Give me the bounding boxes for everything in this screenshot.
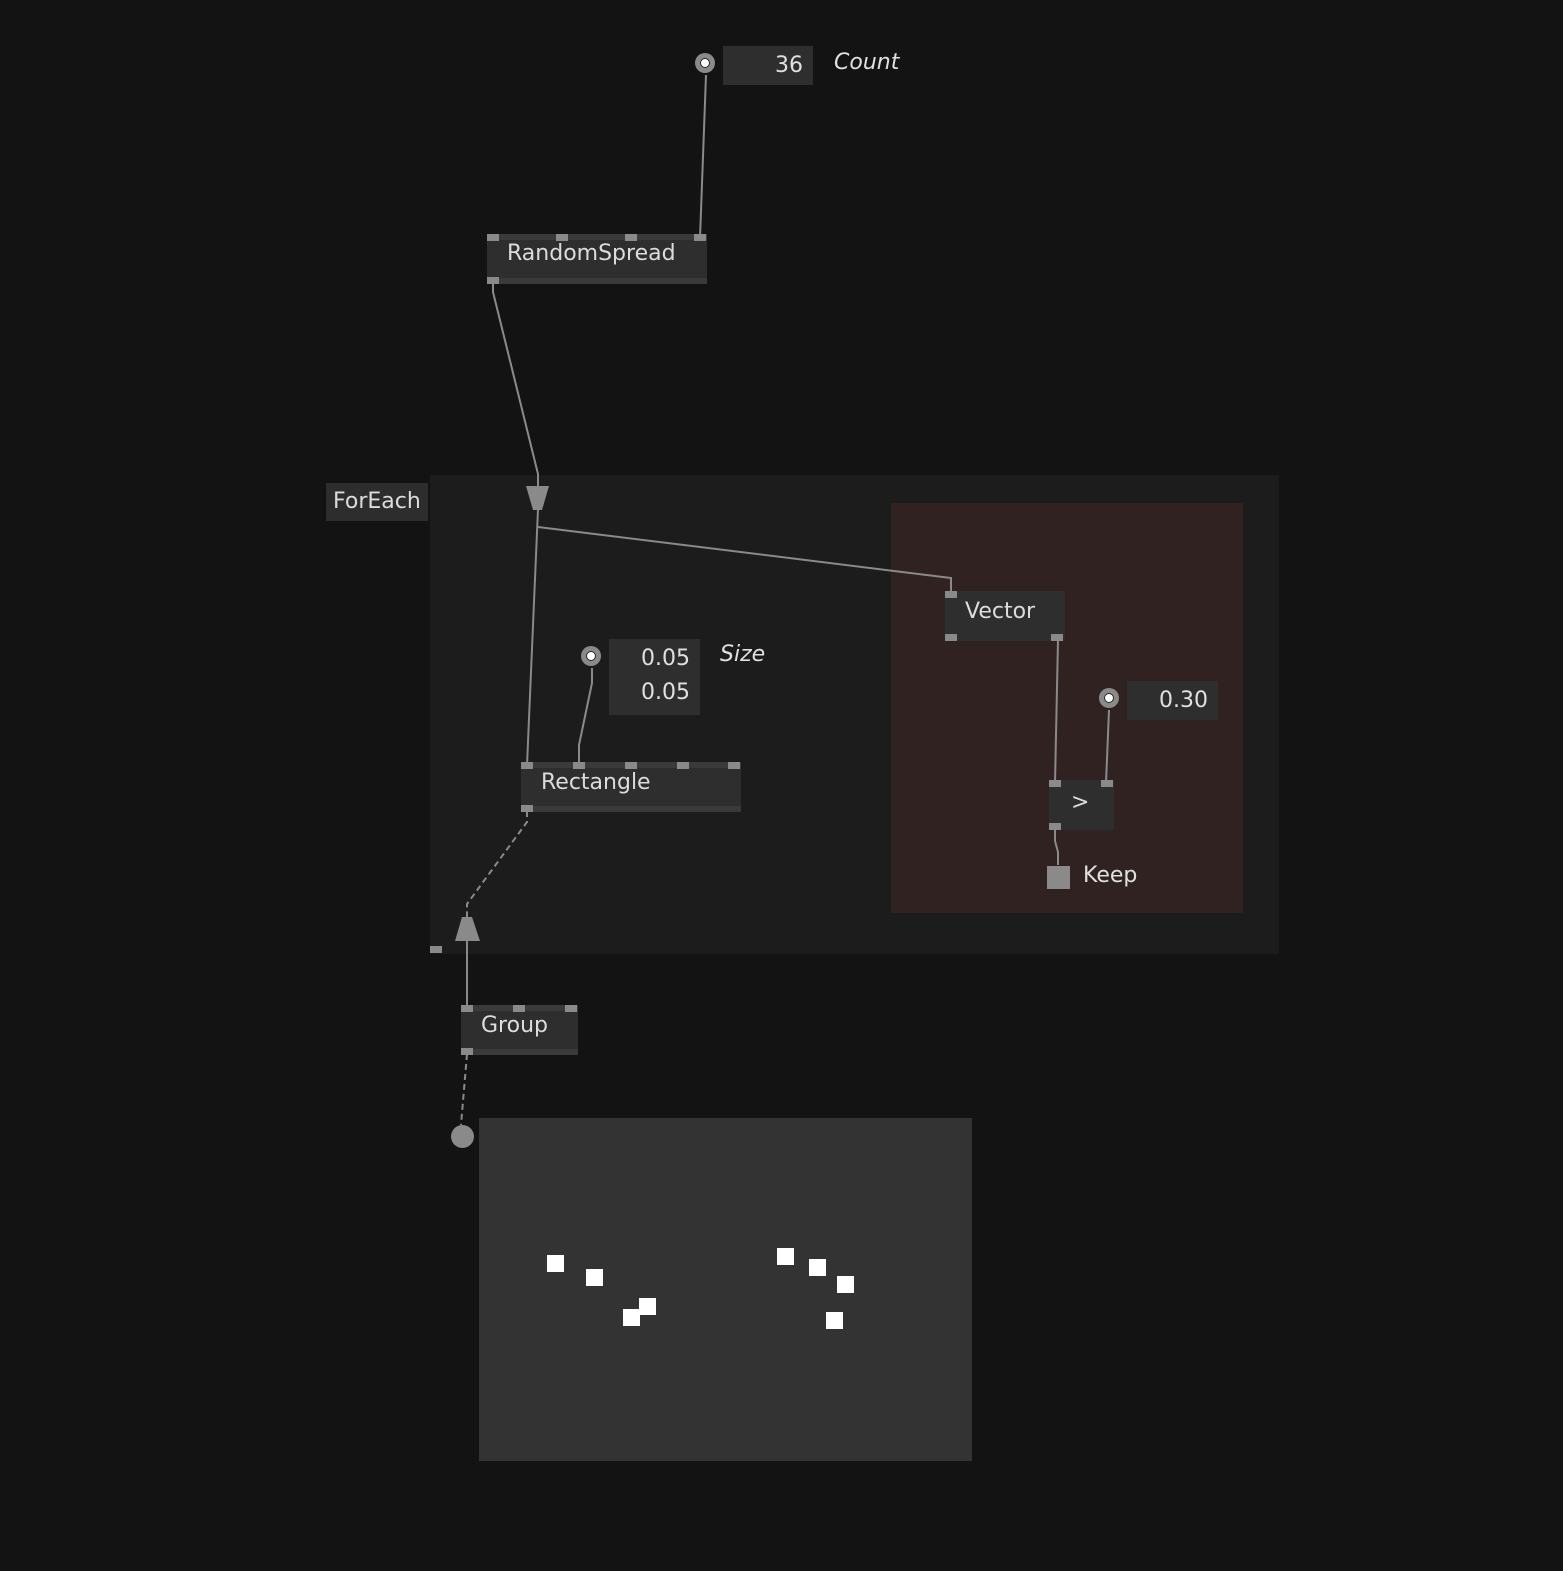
randomspread-count-pin[interactable] bbox=[694, 234, 706, 241]
randomspread-title: RandomSpread bbox=[507, 241, 676, 266]
preview-rectangle bbox=[826, 1312, 843, 1329]
rectangle-input-pin[interactable] bbox=[521, 762, 533, 769]
count-input-pin-icon[interactable] bbox=[695, 53, 715, 73]
group-output-pin[interactable] bbox=[461, 1048, 473, 1055]
vector-output-pin[interactable] bbox=[1051, 634, 1063, 641]
vector-output-pin[interactable] bbox=[945, 634, 957, 641]
rectangle-title: Rectangle bbox=[541, 770, 651, 795]
preview-rectangle bbox=[809, 1259, 826, 1276]
render-preview[interactable] bbox=[479, 1118, 972, 1461]
preview-rectangle bbox=[837, 1276, 854, 1293]
size-x-value[interactable]: 0.05 bbox=[641, 646, 690, 671]
group-node[interactable]: Group bbox=[461, 1005, 578, 1055]
greater-than-node[interactable]: > bbox=[1049, 780, 1114, 830]
randomspread-input-pin[interactable] bbox=[625, 234, 637, 241]
size-value-field[interactable]: 0.05 0.05 bbox=[609, 639, 700, 715]
preview-input-pin-icon[interactable] bbox=[451, 1125, 474, 1148]
rectangle-output-pin[interactable] bbox=[521, 805, 533, 812]
greater-than-input-pin[interactable] bbox=[1049, 780, 1061, 787]
greater-than-input-pin[interactable] bbox=[1101, 780, 1113, 787]
preview-rectangle bbox=[623, 1309, 640, 1326]
count-input-label: Count bbox=[834, 50, 900, 75]
group-title: Group bbox=[481, 1013, 548, 1038]
size-input-label: Size bbox=[720, 642, 766, 667]
vector-node[interactable]: Vector bbox=[945, 591, 1065, 641]
keep-output-pin-icon[interactable] bbox=[1047, 866, 1070, 889]
rectangle-node[interactable]: Rectangle bbox=[521, 762, 741, 812]
foreach-region-label[interactable]: ForEach bbox=[326, 483, 428, 521]
preview-rectangle bbox=[777, 1248, 794, 1265]
group-input-pin[interactable] bbox=[513, 1005, 525, 1012]
foreach-region-output-pin[interactable] bbox=[430, 946, 442, 953]
greater-than-title: > bbox=[1071, 790, 1090, 815]
wire-count-to-randomspread bbox=[699, 74, 707, 239]
randomspread-input-pin[interactable] bbox=[556, 234, 568, 241]
preview-rectangle bbox=[547, 1255, 564, 1272]
preview-rectangle bbox=[639, 1298, 656, 1315]
randomspread-input-pin[interactable] bbox=[487, 234, 499, 241]
rectangle-input-pin[interactable] bbox=[625, 762, 637, 769]
vector-title: Vector bbox=[965, 599, 1036, 624]
randomspread-output-pin[interactable] bbox=[487, 277, 499, 284]
rectangle-size-pin[interactable] bbox=[573, 762, 585, 769]
size-y-value[interactable]: 0.05 bbox=[641, 680, 690, 705]
randomspread-node[interactable]: RandomSpread bbox=[487, 234, 707, 284]
group-input-pin[interactable] bbox=[461, 1005, 473, 1012]
threshold-value-field[interactable]: 0.30 bbox=[1127, 681, 1218, 720]
count-value-field[interactable]: 36 bbox=[723, 46, 813, 85]
vector-input-pin[interactable] bbox=[945, 591, 957, 598]
threshold-input-pin-icon[interactable] bbox=[1099, 688, 1119, 708]
group-input-pin[interactable] bbox=[565, 1005, 577, 1012]
wire-randomspread-to-splicer bbox=[492, 283, 539, 486]
preview-rectangle bbox=[586, 1269, 603, 1286]
greater-than-output-pin[interactable] bbox=[1049, 823, 1061, 830]
size-input-pin-icon[interactable] bbox=[581, 646, 601, 666]
wire-group-to-preview bbox=[460, 1053, 468, 1126]
rectangle-input-pin[interactable] bbox=[728, 762, 740, 769]
keep-output-label: Keep bbox=[1083, 863, 1138, 888]
rectangle-input-pin[interactable] bbox=[677, 762, 689, 769]
